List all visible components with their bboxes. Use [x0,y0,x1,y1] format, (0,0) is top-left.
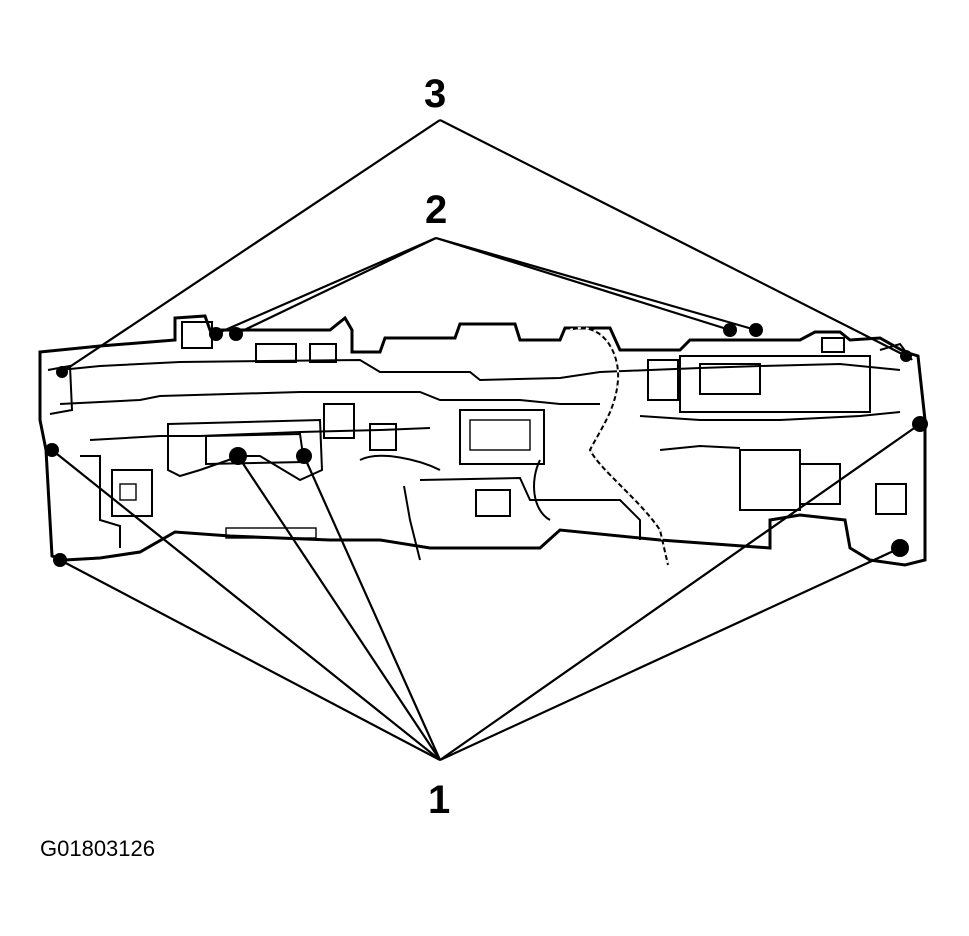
callout-2-label: 2 [425,188,448,232]
instrument-panel-carrier [38,314,927,567]
leader-lines-2 [215,236,757,336]
figure-id-label: G01803126 [40,836,155,861]
leader-lines-3 [61,119,907,373]
leader-lines-1 [51,423,921,761]
callout-1-label: 1 [428,778,451,822]
callout-3-label: 3 [424,72,447,116]
